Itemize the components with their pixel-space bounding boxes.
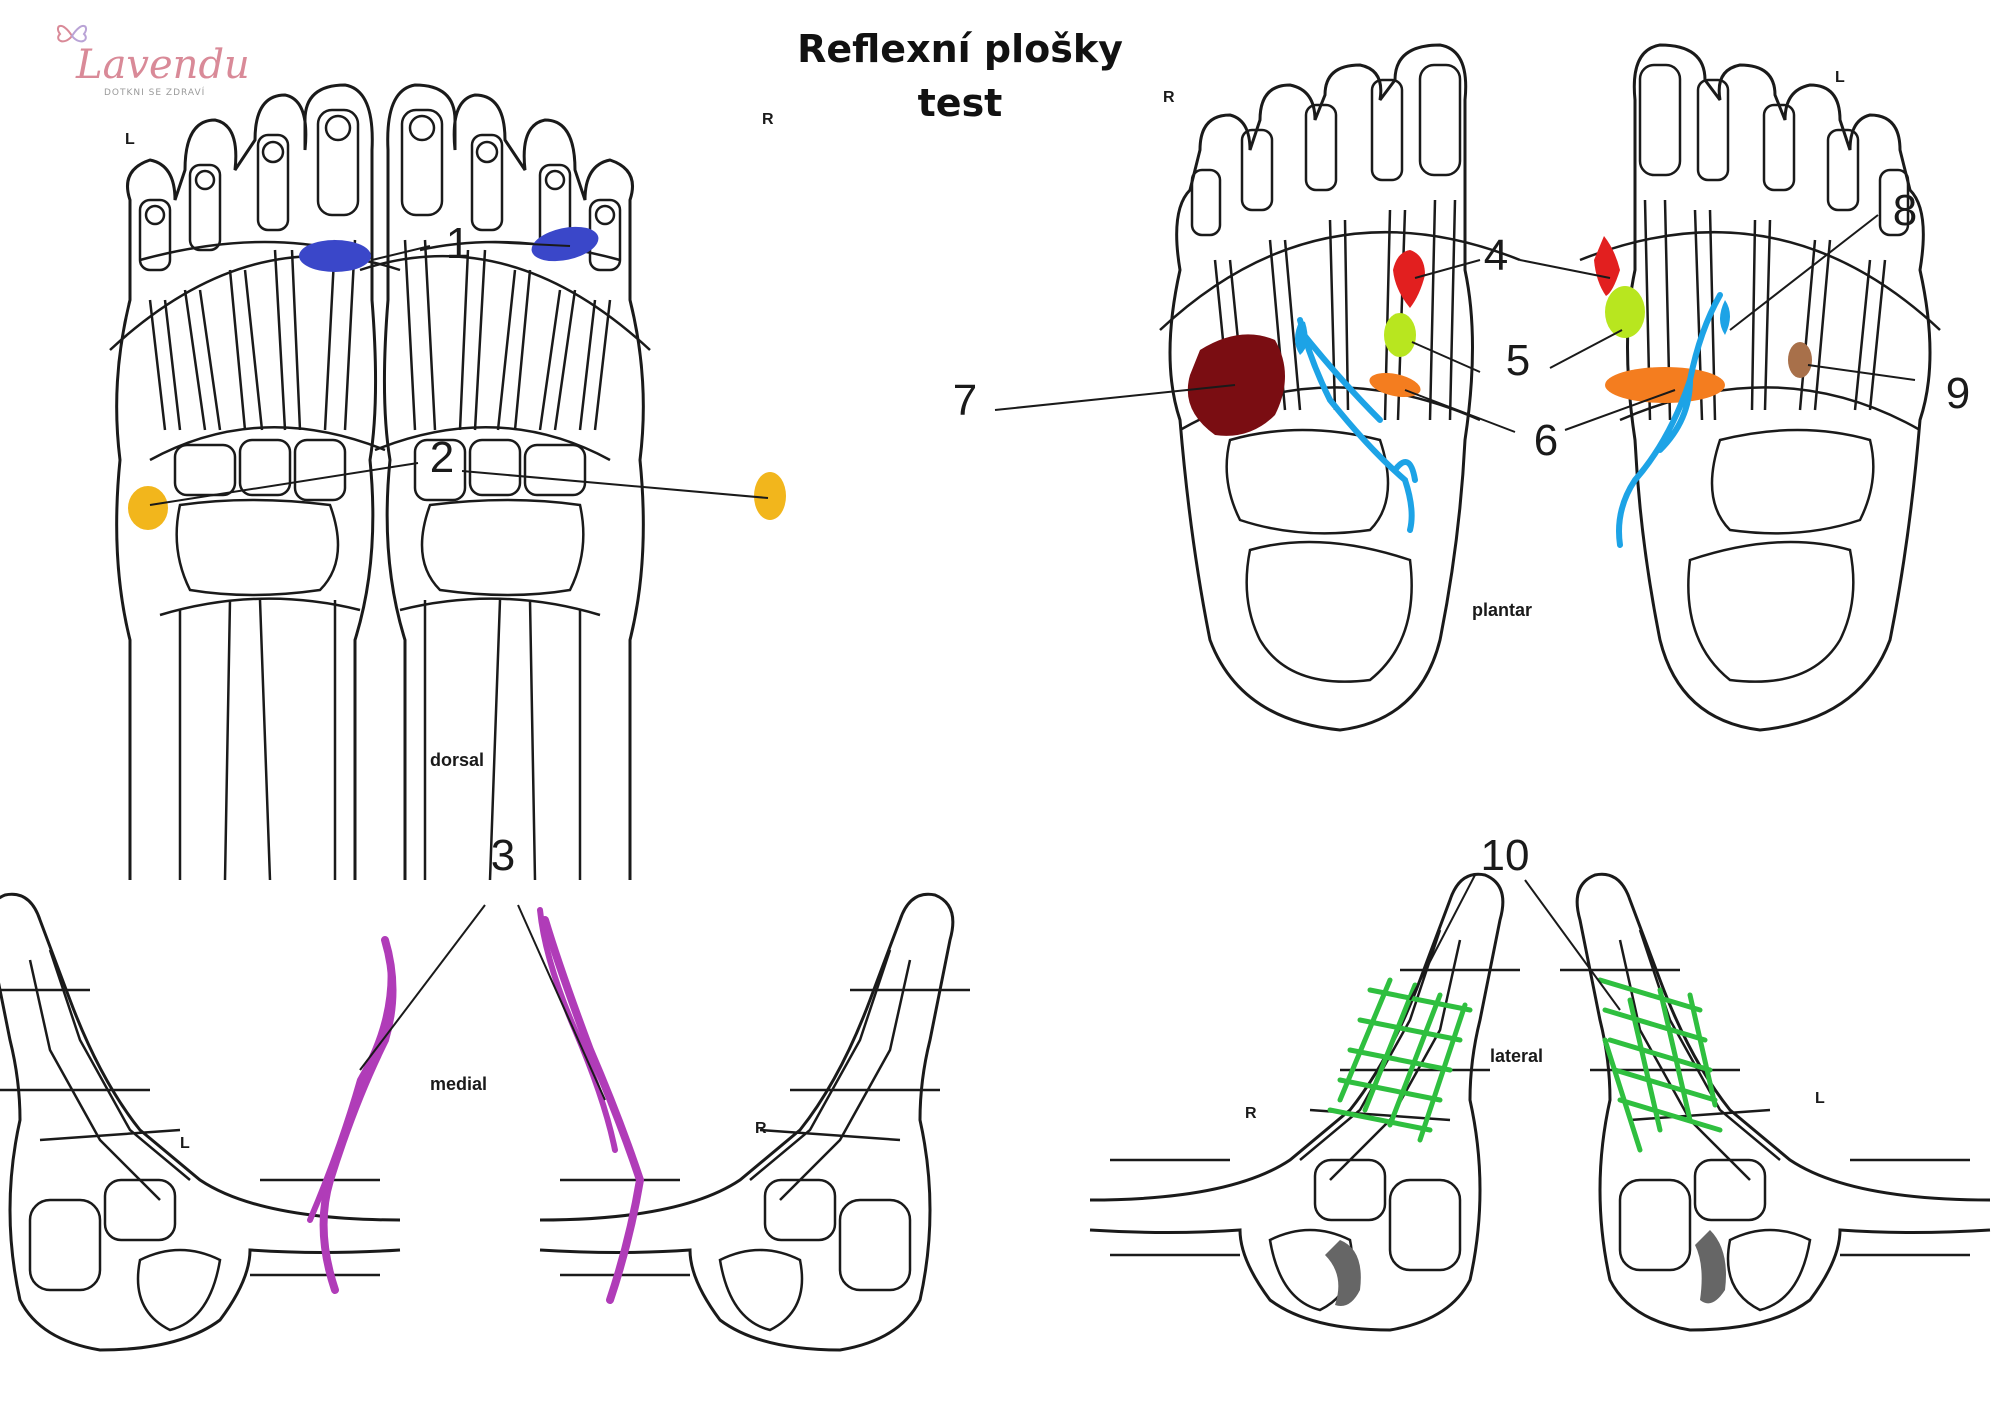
- leader-1a: [371, 245, 431, 261]
- dorsal-right-foot: [358, 83, 652, 882]
- zone-10-right: [1327, 977, 1473, 1143]
- leader-3a: [359, 904, 486, 1071]
- lateral-right-foot: [1088, 872, 1522, 1332]
- number-9: 9: [1946, 369, 1970, 418]
- zone-1-right: [531, 226, 599, 262]
- dorsal-label: dorsal: [430, 750, 484, 770]
- plantar-view: 4 5 6 7 8 9 R L plantar: [953, 43, 1970, 732]
- zone-3-right-b: [537, 907, 618, 1153]
- zone-6-left: [1605, 367, 1725, 403]
- title-line-1: Reflexní plošky: [797, 27, 1123, 71]
- leader-6a: [1404, 389, 1516, 433]
- lavendu-logo: Lavendu DOTKNI SE ZDRAVÍ: [44, 12, 250, 98]
- zone-5-left: [1605, 286, 1645, 338]
- zone-2-right: [754, 472, 786, 520]
- leader-10b: [1524, 879, 1621, 1011]
- zone-8-right-top: [1295, 320, 1308, 355]
- page-title: Reflexní plošky test: [760, 22, 1160, 130]
- heel-right: [1325, 1240, 1361, 1306]
- leader-5b: [1549, 329, 1623, 369]
- dorsal-left-foot: [108, 83, 402, 882]
- leader-6b: [1564, 389, 1676, 431]
- number-10: 10: [1481, 831, 1530, 880]
- medial-side-left: L: [180, 1135, 190, 1152]
- lateral-label: lateral: [1490, 1046, 1543, 1066]
- zone-4-left: [1594, 236, 1620, 296]
- zone-9: [1788, 342, 1812, 378]
- medial-label: medial: [430, 1074, 487, 1094]
- zone-5-right: [1384, 313, 1416, 357]
- dorsal-side-right: R: [762, 111, 774, 128]
- zone-3-left-b: [307, 957, 394, 1223]
- zone-8-left-top: [1720, 300, 1730, 335]
- leader-7: [994, 384, 1236, 411]
- number-7: 7: [953, 376, 977, 425]
- leader-10a: [1409, 874, 1476, 1001]
- medial-left-foot: [0, 892, 402, 1352]
- plantar-side-left: L: [1835, 69, 1845, 86]
- number-5: 5: [1506, 336, 1530, 385]
- plantar-side-right: R: [1163, 89, 1175, 106]
- number-1: 1: [446, 219, 470, 268]
- leader-4b: [1519, 259, 1611, 279]
- zone-10-left: [1597, 977, 1723, 1153]
- zone-8-left-path: [1616, 292, 1723, 548]
- medial-side-right: R: [755, 1120, 767, 1137]
- leader-8: [1729, 214, 1879, 331]
- plantar-label: plantar: [1472, 600, 1532, 620]
- number-3: 3: [491, 831, 515, 880]
- number-2: 2: [430, 433, 454, 482]
- leader-9: [1807, 364, 1916, 381]
- leader-1b: [487, 241, 571, 247]
- leader-5a: [1411, 341, 1481, 373]
- heel-left: [1695, 1230, 1726, 1304]
- number-8: 8: [1893, 186, 1917, 235]
- leader-2b: [461, 470, 769, 499]
- zone-3-left: [319, 936, 397, 1294]
- dorsal-side-left: L: [125, 131, 135, 148]
- butterfly-icon: [56, 25, 88, 43]
- lateral-side-left: L: [1815, 1090, 1825, 1107]
- title-line-2: test: [917, 81, 1003, 125]
- logo-tagline: DOTKNI SE ZDRAVÍ: [104, 88, 206, 98]
- zone-1-left: [299, 240, 371, 272]
- leader-4a: [1414, 259, 1481, 279]
- zone-4-right: [1393, 250, 1425, 308]
- zone-2-left: [128, 486, 168, 530]
- dorsal-view: 1 2 L R dorsal: [108, 83, 786, 882]
- logo-name: Lavendu: [76, 42, 250, 88]
- lateral-view: 10 R L lateral: [1088, 831, 1992, 1332]
- number-6: 6: [1534, 416, 1558, 465]
- medial-view: 3 L R medial: [0, 831, 972, 1352]
- leader-3b: [517, 904, 606, 1101]
- zone-3-right: [541, 916, 645, 1304]
- leader-2a: [149, 462, 419, 506]
- zone-8-right-path: [1297, 317, 1418, 533]
- lateral-side-right: R: [1245, 1105, 1257, 1122]
- number-4: 4: [1484, 231, 1508, 280]
- zone-7: [1187, 334, 1285, 436]
